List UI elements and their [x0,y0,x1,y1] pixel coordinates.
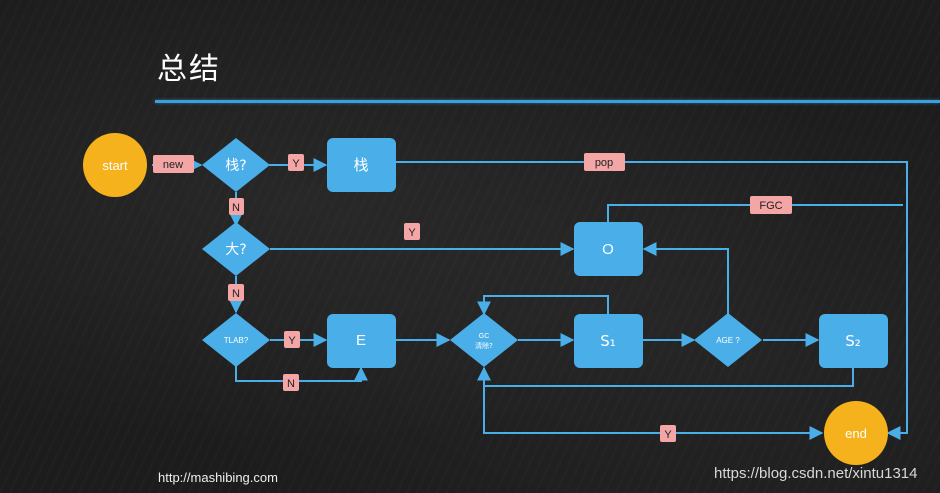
stack-decision-label: 栈? [225,158,246,174]
svg-text:pop: pop [595,157,613,169]
stack-box: 栈 [327,138,396,192]
age-decision: AGE ? [694,313,762,367]
svg-text:Y: Y [408,227,416,239]
svg-text:new: new [163,159,183,171]
survivor2-box: S₂ [819,314,888,368]
svg-text:N: N [232,202,240,214]
stack-decision: 栈? [202,138,270,192]
edge-label-new: new [153,155,194,173]
svg-text:Y: Y [664,429,672,441]
svg-text:Y: Y [292,158,300,170]
edge-old-fgc-to-end [607,204,903,222]
stack-box-label: 栈 [353,156,368,174]
svg-text:FGC: FGC [759,200,782,212]
svg-text:N: N [232,288,240,300]
edge-label-fgc: FGC [750,196,792,214]
eden-label: E [356,332,366,349]
watermark: https://blog.csdn.net/xintu1314 [714,465,918,482]
edge-label-tlab-yes: Y [284,331,300,348]
edge-label-tlab-no: N [283,374,299,391]
edge-s1-back-to-gc [477,295,609,316]
edge-label-big-no: N [228,284,244,301]
edge-label-gc-yes: Y [660,425,676,442]
edge-gc-yes-to-end [483,368,824,440]
survivor1-box: S₁ [574,314,643,368]
footer-url: http://mashibing.com [158,470,278,485]
start-node: start [83,133,147,197]
old-gen-box: O [574,222,643,276]
edge-age-to-old [642,242,729,314]
survivor2-label: S₂ [845,332,861,350]
age-decision-label: AGE ? [716,336,740,345]
title-divider [155,100,940,103]
eden-box: E [327,314,396,368]
edge-label-stack-yes: Y [288,154,304,171]
tlab-decision-label: TLAB? [224,336,249,345]
survivor1-label: S₁ [600,332,616,350]
gc-decision: GC 清除? [450,313,518,367]
edge-stack-pop-to-end [396,161,908,440]
edge-label-big-yes: Y [404,223,420,240]
big-decision-label: 大? [225,242,246,258]
end-node: end [824,401,888,465]
edge-s2-back-to-gc [477,366,854,387]
edge-label-pop: pop [584,153,625,171]
svg-text:N: N [287,378,295,390]
edge-label-stack-no: N [229,198,244,215]
page-title: 总结 [157,53,221,86]
big-decision: 大? [202,222,270,276]
svg-text:Y: Y [288,335,296,347]
old-gen-label: O [602,241,614,258]
tlab-decision: TLAB? [202,313,270,367]
end-label: end [845,426,867,441]
start-label: start [102,158,128,173]
gc-decision-label-line1: GC [479,333,490,340]
gc-decision-label-line2: 清除? [475,341,493,350]
